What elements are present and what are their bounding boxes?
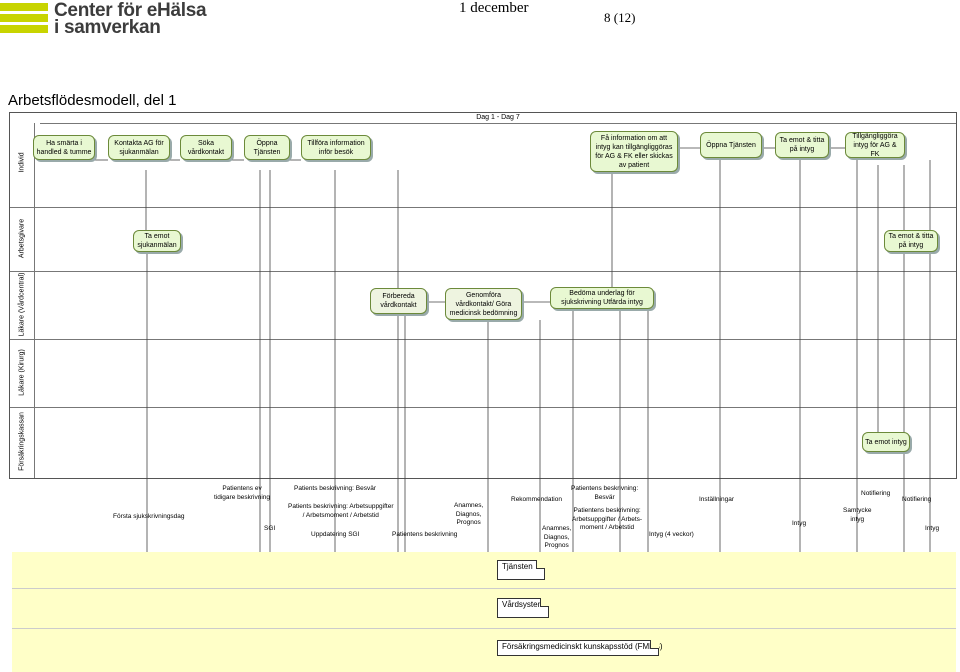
logo-line-1: Center för eHälsa: [54, 0, 207, 21]
annotation-intyg: Intyg: [792, 520, 807, 527]
annotation-patientens-ev: Patientens ev tidigare beskrivning: [214, 485, 270, 502]
system-fmks: Försäkringsmedicinskt kunskapsstöd (FMKS…: [497, 640, 663, 656]
annotation-line: Diagnos,: [455, 510, 482, 518]
activity-ta-emot-titta-intyg: Ta emot & titta på intyg: [775, 132, 829, 158]
activity-oppna-tjansten-2: Öppna Tjänsten: [700, 132, 762, 158]
activity-genomfora-vardkontakt: Genomföra vårdkontakt/ Göra medicinsk be…: [445, 288, 522, 320]
activity-forbereda-vardkontakt: Förbereda vårdkontakt: [370, 288, 427, 314]
system-divider: [12, 628, 956, 629]
system-label: Vårdsystem: [502, 600, 545, 609]
activity-tillgangliggora-intyg: Tillgängliggöra intyg för AG & FK: [845, 132, 905, 158]
annotation-arbetsuppgifter: Patients beskrivning: Arbetsuppgifter / …: [288, 503, 394, 520]
annotation-anamnes-1: Anamnes, Diagnos, Prognos: [454, 502, 483, 528]
header-date: 1 december: [459, 0, 529, 16]
annotation-line: Arbetsuppgifter / Arbets-: [572, 515, 643, 523]
annotation-forsta-sjukskrivningsdag: Första sjukskrivningsdag: [113, 513, 185, 520]
annotation-line: intyg: [850, 515, 865, 523]
annotation-uppdatering-sgi: Uppdatering SGI: [311, 531, 360, 538]
system-tjansten: Tjänsten: [497, 560, 545, 580]
annotation-patientens-beskrivning: Patientens beskrivning: [392, 531, 458, 538]
page-title: Arbetsflödesmodell, del 1: [8, 92, 177, 109]
annotation-line: Patientens beskrivning:: [571, 485, 639, 492]
activity-tillfora-information: Tillföra information inför besök: [301, 135, 371, 160]
lane-divider: [10, 207, 956, 208]
activity-ta-emot-intyg-fk: Ta emot intyg: [862, 432, 910, 452]
annotation-line: Prognos: [456, 519, 481, 526]
annotation-line: Prognos: [544, 542, 569, 549]
annotation-anamnes-2: Anamnes, Diagnos, Prognos: [542, 525, 571, 551]
system-band: [12, 552, 956, 672]
lane-divider: [10, 407, 956, 408]
period-label: Dag 1 - Dag 7: [40, 113, 956, 124]
annotation-line: Anamnes,: [542, 525, 572, 532]
annotation-line: Diagnos,: [543, 533, 570, 541]
annotation-samtycke-intyg: Samtycke intyg: [843, 507, 872, 524]
system-label: Försäkringsmedicinskt kunskapsstöd (FMKS…: [502, 642, 663, 651]
activity-ta-emot-titta-intyg-ag: Ta emot & titta på intyg: [884, 230, 938, 252]
lane-divider: [10, 271, 956, 272]
activity-kontakta-ag: Kontakta AG för sjukanmälan: [108, 135, 170, 160]
system-divider: [12, 588, 956, 589]
activity-ta-emot-sjukanmalan: Ta emot sjukanmälan: [133, 230, 181, 252]
annotation-line: Patientens beskrivning:: [573, 507, 641, 514]
fold-corner-icon: [650, 640, 659, 649]
page-number: 8 (12): [604, 10, 636, 25]
annotation-line: Anamnes,: [454, 502, 484, 509]
logo-line-2: i samverkan: [54, 17, 161, 38]
system-vardsystem: Vårdsystem: [497, 598, 549, 618]
annotation-line: / Arbetsmoment / Arbetstid: [302, 511, 379, 519]
annotation-line: Samtycke: [843, 507, 872, 514]
annotation-line: tidigare beskrivning: [214, 493, 271, 501]
annotation-besvar-2: Patientens beskrivning: Besvär: [571, 485, 638, 502]
lane-divider: [10, 339, 956, 340]
annotation-besvar: Patients beskrivning: Besvär: [294, 485, 377, 492]
annotation-notifiering-2: Notifiering: [902, 496, 932, 503]
activity-ha-smarta: Ha smärta i handled & tumme: [33, 135, 95, 160]
annotation-line: Patients beskrivning: Arbetsuppgifter: [288, 503, 394, 510]
annotation-arbetsuppgifter-2: Patientens beskrivning: Arbetsuppgifter …: [572, 507, 642, 533]
lane-label-column: [10, 123, 35, 478]
annotation-sgi: SGI: [264, 525, 276, 532]
annotation-installningar: Inställningar: [699, 496, 735, 503]
annotation-line: moment / Arbetstid: [579, 524, 635, 531]
activity-bedoma-underlag: Bedöma underlag för sjukskrivning Utfärd…: [550, 287, 654, 309]
annotation-notifiering-1: Notifiering: [861, 490, 891, 497]
activity-oppna-tjansten: Öppna Tjänsten: [244, 135, 290, 160]
system-label: Tjänsten: [502, 562, 533, 571]
annotation-rekommendation: Rekommendation: [511, 496, 562, 503]
annotation-line: Patientens ev: [222, 485, 262, 492]
activity-fa-information: Få information om att intyg kan tillgäng…: [590, 131, 678, 172]
annotation-intyg-2: Intyg: [925, 525, 940, 532]
annotation-line: Besvär: [594, 493, 615, 501]
activity-soka-vardkontakt: Söka vårdkontakt: [180, 135, 232, 160]
fold-corner-icon: [536, 560, 545, 569]
fold-corner-icon: [540, 598, 549, 607]
annotation-intyg-4-veckor: Intyg (4 veckor): [649, 531, 694, 538]
